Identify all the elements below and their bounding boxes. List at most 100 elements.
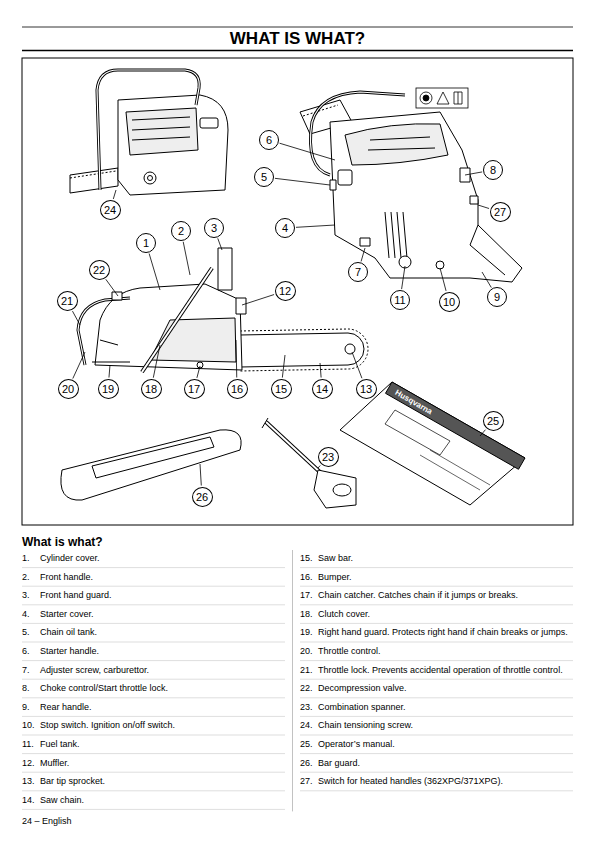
callout-text: 18 (145, 383, 157, 395)
chainsaw-top-view-part (338, 170, 352, 185)
callout-number: 12 (275, 281, 296, 301)
row-rule (300, 567, 573, 568)
item-text: Bar tip sprocket. (40, 776, 285, 787)
callout-text: 10 (443, 296, 455, 308)
operators-manual-part (420, 450, 490, 490)
item-text: Right hand guard. Protects right hand if… (318, 627, 572, 638)
item-number: 20. (300, 646, 313, 657)
callout-number: 13 (356, 379, 377, 399)
row-rule (300, 735, 573, 736)
leader-line (440, 268, 446, 291)
figure-frame (22, 58, 573, 525)
chainsaw-side-view-part (218, 248, 232, 290)
row-rule (300, 716, 573, 717)
item-text: Fuel tank. (40, 739, 285, 750)
callout-number: 1 (136, 233, 156, 253)
leader-line (113, 190, 116, 199)
callout-text: 20 (62, 383, 74, 395)
leader-line (361, 248, 365, 261)
page-footer: 24 – English (22, 816, 72, 827)
chainsaw-top-view-part (385, 212, 407, 258)
callout-text: 19 (102, 383, 114, 395)
callout-text: 13 (360, 383, 372, 395)
leader-line (320, 363, 321, 378)
row-rule (22, 790, 285, 791)
item-number: 11. (22, 739, 34, 750)
chainsaw-rear-view-part (97, 70, 199, 190)
item-number: 10. (22, 720, 35, 731)
callout-number: 2 (171, 221, 191, 241)
leader-line (183, 242, 190, 275)
callout-number: 19 (98, 379, 119, 399)
chainsaw-top-view-part (360, 238, 370, 246)
item-number: 2. (22, 572, 30, 583)
list-rules (22, 550, 573, 811)
title-rules-part (22, 50, 573, 52)
chainsaw-side-view-part (78, 298, 130, 365)
item-text: Front hand guard. (40, 590, 285, 601)
leader-line (242, 295, 274, 305)
chainsaw-side-view-part (240, 329, 368, 371)
callout-text: 6 (266, 134, 272, 146)
leader-line (318, 466, 320, 468)
item-text: Bar guard. (318, 758, 572, 769)
leader-line (109, 365, 110, 378)
leader-line (153, 345, 160, 378)
chainsaw-top-view-part (330, 180, 336, 190)
leader-line (73, 352, 85, 379)
callout-text: 24 (104, 204, 116, 216)
callout-number: 18 (141, 379, 162, 399)
row-rule (300, 772, 573, 773)
item-number: 22. (300, 683, 313, 694)
callout-number: 4 (275, 218, 295, 238)
callout-text: 23 (322, 451, 334, 463)
warning-symbols-part (454, 92, 462, 104)
row-rule (22, 772, 285, 773)
callout-number: 20 (58, 379, 79, 399)
chainsaw-side-view (78, 248, 368, 372)
leader-line (280, 143, 335, 160)
callout-text: 16 (231, 383, 243, 395)
row-rule (300, 642, 573, 643)
row-rule (22, 735, 285, 736)
item-number: 13. (22, 776, 35, 787)
callout-number: 23 (318, 447, 339, 467)
callout-text: 14 (316, 383, 328, 395)
chainsaw-rear-view-part (97, 70, 199, 190)
title-rules-part (22, 27, 573, 28)
item-number: 26. (300, 758, 313, 769)
leader-line (296, 225, 335, 227)
chainsaw-side-view-part (78, 298, 130, 365)
callout-text: 8 (490, 164, 496, 176)
leader-line (402, 266, 405, 289)
callout-text: 25 (487, 415, 499, 427)
chainsaw-rear-view-part (70, 171, 116, 178)
callout-text: 7 (355, 266, 361, 278)
leader-line (480, 430, 485, 436)
chainsaw-rear-view-part (132, 117, 190, 140)
chainsaw-rear-view-part (148, 176, 153, 181)
row-rule (22, 642, 285, 643)
callout-text: 26 (196, 491, 208, 503)
chainsaw-side-view-part (142, 268, 212, 372)
item-text: Saw chain. (40, 795, 285, 806)
callout-number: 16 (227, 379, 248, 399)
callout-number: 8 (483, 160, 503, 180)
row-rule (300, 697, 573, 698)
item-number: 9. (22, 702, 30, 713)
item-text: Rear handle. (40, 702, 285, 713)
chainsaw-side-view-part (240, 333, 364, 367)
leader-line (465, 172, 482, 175)
leader-line (200, 464, 201, 486)
callout-number: 9 (487, 287, 507, 307)
list-heading: What is what? (22, 535, 103, 549)
warning-symbols-part (423, 95, 429, 101)
row-rule (300, 679, 573, 680)
item-text: Switch for heated handles (362XPG/371XPG… (318, 776, 572, 787)
row-rule (22, 716, 285, 717)
callout-text: 21 (61, 295, 73, 307)
item-text: Cylinder cover. (40, 553, 285, 564)
item-number: 27. (300, 776, 313, 787)
combination-spanner-part (262, 418, 268, 428)
leader-line (236, 340, 238, 378)
